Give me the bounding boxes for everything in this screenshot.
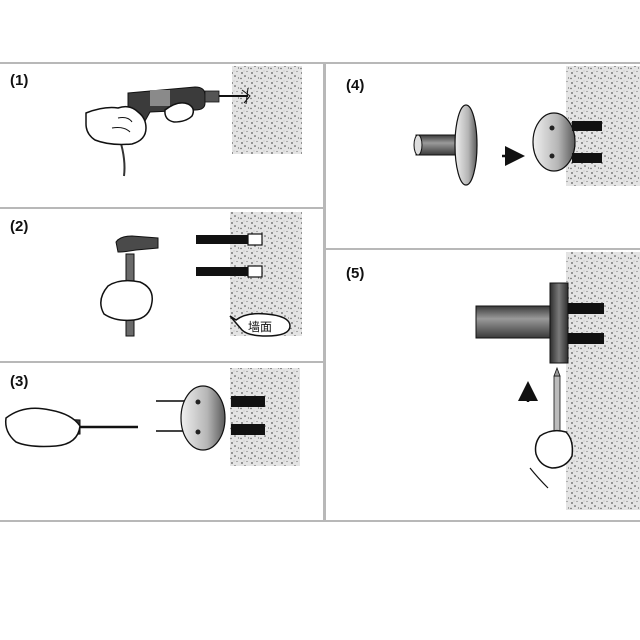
pin-icon	[553, 366, 561, 441]
wall-texture-3	[230, 368, 300, 466]
mounting-plate-icon	[156, 385, 226, 451]
panel-1-drill	[85, 66, 302, 177]
hand-icon	[4, 407, 81, 448]
hook-icon	[475, 282, 604, 364]
step-number-2: (2)	[10, 218, 29, 235]
hand-icon	[100, 279, 153, 322]
divider-left-2	[0, 361, 324, 363]
wall-anchor-icon	[196, 233, 263, 278]
step-number-1: (1)	[10, 72, 29, 89]
step-number-4: (4)	[346, 77, 365, 94]
hook-icon	[413, 104, 478, 186]
step-number-3: (3)	[10, 373, 29, 390]
step-number-5: (5)	[346, 265, 365, 282]
mounting-plate-icon	[532, 112, 602, 172]
wall-texture-1	[232, 66, 302, 154]
hand-icon	[534, 429, 574, 469]
panel-4-attach	[413, 66, 640, 186]
panel-2-hammer	[100, 212, 302, 337]
divider-vertical	[323, 62, 326, 522]
divider-bottom	[0, 520, 640, 522]
hand-icon	[85, 105, 147, 146]
divider-top	[0, 62, 640, 64]
panel-5-insert-pin	[475, 252, 640, 510]
wall-label: 墙面	[248, 320, 273, 334]
divider-left-1	[0, 207, 324, 209]
wall-texture-5	[566, 252, 640, 510]
wall-callout	[229, 312, 291, 337]
panel-3-screwdriver	[4, 368, 300, 466]
divider-right-1	[325, 248, 640, 250]
